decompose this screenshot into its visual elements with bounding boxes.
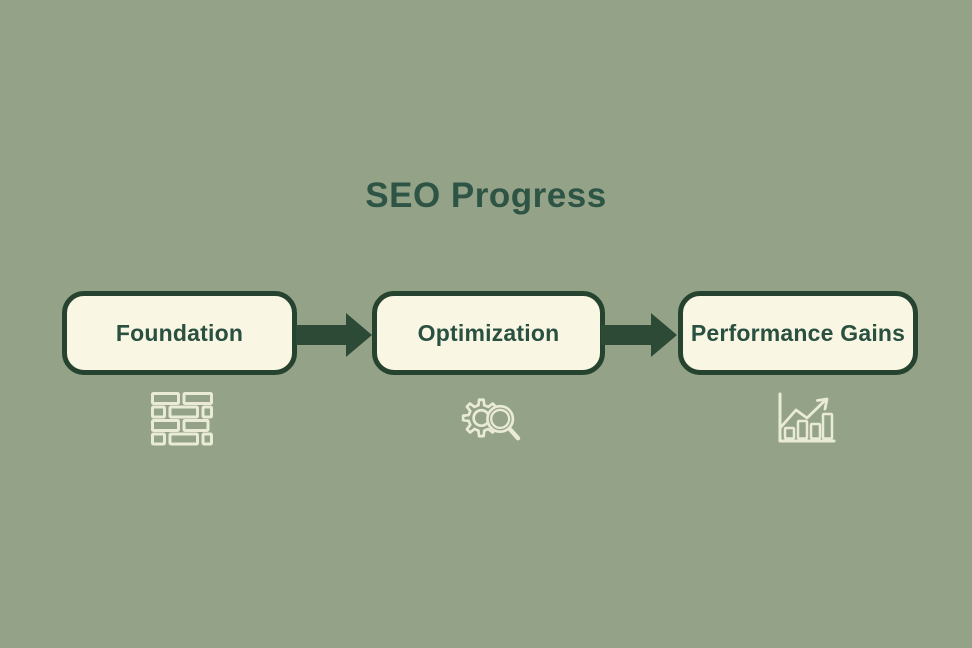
diagram-title: SEO Progress — [365, 176, 607, 215]
flow-arrow-icon — [601, 313, 677, 357]
gear-magnifier-icon — [461, 398, 521, 441]
growth-chart-icon — [778, 392, 836, 443]
step-box-optimization: Optimization — [372, 291, 605, 375]
step-label-optimization: Optimization — [417, 319, 560, 346]
bricks-icon — [151, 392, 213, 446]
step-label-performance-gains: Performance Gains — [690, 319, 906, 346]
step-box-performance-gains: Performance Gains — [678, 291, 918, 375]
step-box-foundation: Foundation — [62, 291, 297, 375]
flow-arrow-icon — [296, 313, 372, 357]
step-label-foundation: Foundation — [115, 319, 244, 346]
